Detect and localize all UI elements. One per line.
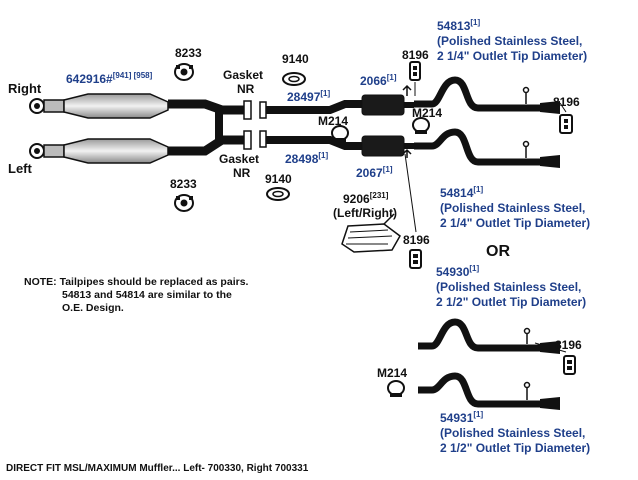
pipe-28497-label: 28497[1] [287,89,331,105]
tailpipe-54814-description: 54814[1] (Polished Stainless Steel, 2 1/… [440,185,591,231]
clamp-m214-right-icon [412,117,430,134]
heat-shield-9206-icon [341,213,401,253]
hanger-8196-middle-icon [409,249,422,269]
gasket-9140-top-label: 9140 [282,52,309,66]
tailpipe-54931-description: 54931[1] (Polished Stainless Steel, 2 1/… [440,410,591,456]
pipe-28497 [259,100,362,119]
right-catalytic-converter [63,93,169,119]
hanger-8196-right-icon [559,114,573,134]
note-line-3: O.E. Design. [62,302,124,314]
y-pipe-assembly [29,93,252,164]
tailpipe-54931 [418,372,560,410]
clamp-m214-lower-label: M214 [377,366,408,380]
clamp-m214-center-icon [331,125,349,142]
hanger-8196-lower-icon [563,355,576,375]
tailpipe-54813 [414,76,560,114]
left-label: Left [8,161,32,176]
gasket-bottom-nr-label: NR [233,166,251,180]
note-line-1: NOTE: Tailpipes should be replaced as pa… [24,276,249,288]
clamp-m214-right-label: M214 [412,106,443,120]
tailpipe-54930-description: 54930[1] (Polished Stainless Steel, 2 1/… [436,264,587,310]
left-catalytic-converter [63,138,169,164]
clamp-m214-lower-icon [387,380,405,397]
tailpipe-54930 [418,318,560,354]
shield-9206-left-right-label: (Left/Right) [333,206,397,220]
hanger-8196-middle-label: 8196 [403,233,430,247]
footer-caption: DIRECT FIT MSL/MAXIMUM Muffler... Left- … [6,463,309,474]
pipe-28498 [259,130,362,150]
gasket-9140-bottom-label: 9140 [265,172,292,186]
tailpipe-54814 [414,128,560,168]
part-642916-label: 642916#[941] [958] [66,71,153,87]
gasket-9140-bottom-icon [266,187,290,201]
pipe-28498-label: 28498[1] [285,151,329,167]
gasket-9140-top-icon [282,72,306,86]
muffler-2066-label: 2066[1] [360,73,397,89]
gasket-top-nr-label: NR [237,82,255,96]
muffler-2066 [361,94,414,116]
clamp-8233-bottom-label: 8233 [170,177,197,191]
shield-9206-label: 9206[231] [343,191,389,207]
clamp-m214-center-label: M214 [318,114,349,128]
muffler-2067-label: 2067[1] [356,165,393,181]
muffler-2067 [361,135,414,157]
gasket-bottom-label: Gasket [219,152,260,166]
hanger-8196-right-label: 8196 [553,95,580,109]
tailpipe-54813-description: 54813[1] (Polished Stainless Steel, 2 1/… [437,18,588,64]
gasket-top-label: Gasket [223,68,264,82]
hanger-8196-top-label: 8196 [402,48,429,62]
hanger-8196-top-icon [409,61,421,81]
note-line-2: 54813 and 54814 are similar to the [62,289,232,301]
hanger-8196-lower-label: 8196 [555,338,582,352]
clamp-8233-bottom-icon [174,194,194,212]
clamp-8233-top-label: 8233 [175,46,202,60]
right-label: Right [8,81,42,96]
clamp-8233-top-icon [174,63,194,81]
or-separator: OR [486,243,510,260]
